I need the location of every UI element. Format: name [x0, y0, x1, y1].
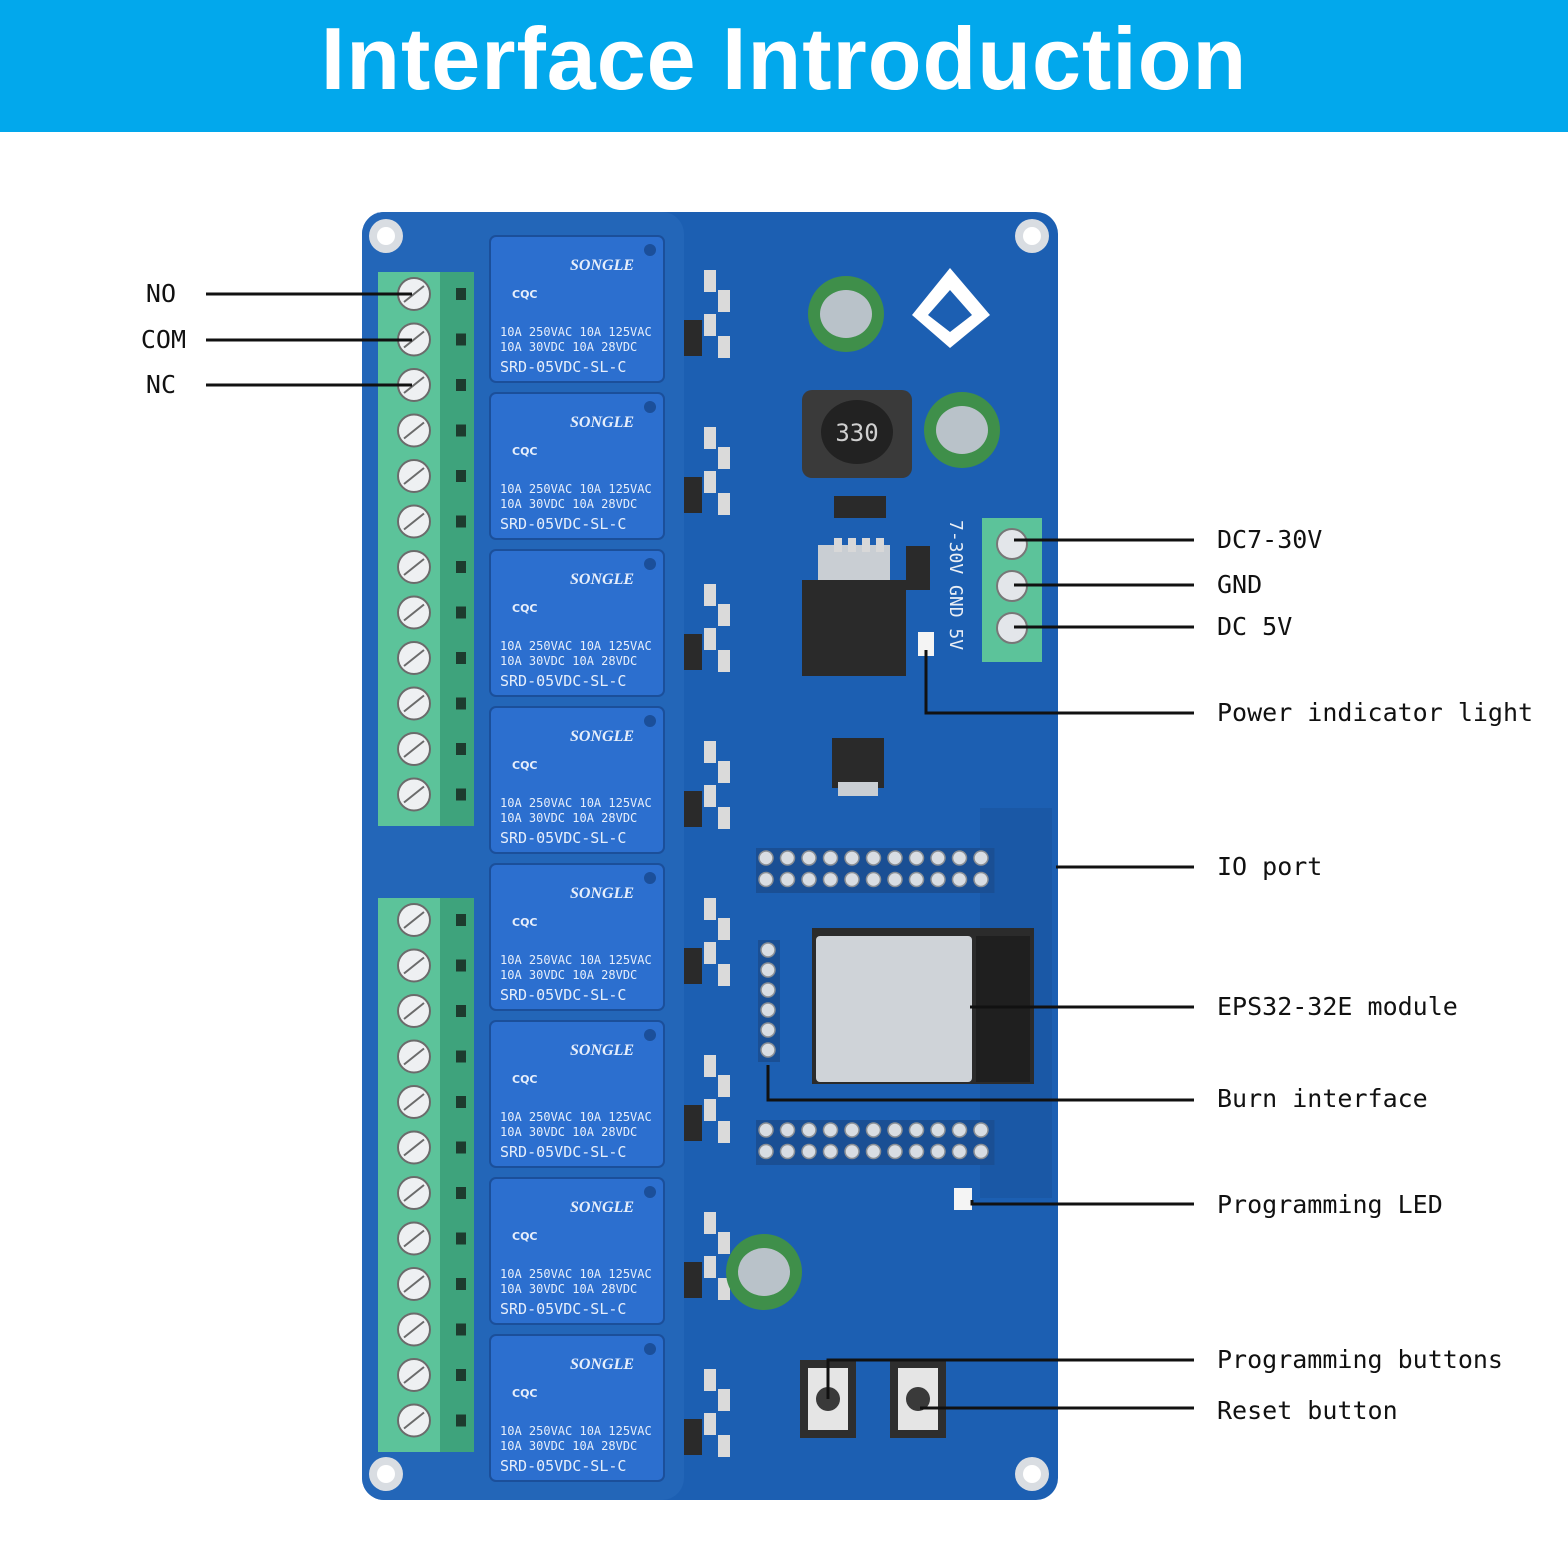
relay-brand: SONGLE	[570, 1356, 634, 1373]
label-com: COM	[140, 325, 186, 354]
title-banner	[0, 0, 1568, 132]
smd-components	[684, 270, 730, 1457]
relay-brand: SONGLE	[570, 414, 634, 431]
relay-rating-ac: 10A 250VAC 10A 125VAC	[500, 325, 652, 339]
relay-model: SRD-05VDC-SL-C	[500, 1457, 626, 1475]
label-burn-interface: Burn interface	[1217, 1084, 1428, 1113]
label-esp32-module: EPS32-32E module	[1217, 992, 1458, 1021]
relay-model: SRD-05VDC-SL-C	[500, 672, 626, 690]
label-dc-5v: DC 5V	[1217, 612, 1293, 641]
programming-and-reset-buttons	[800, 1360, 946, 1438]
label-programming-buttons: Programming buttons	[1217, 1345, 1503, 1374]
relay-cert: CQC	[512, 1387, 538, 1400]
relay-rating-ac: 10A 250VAC 10A 125VAC	[500, 482, 652, 496]
relay-cert: CQC	[512, 1230, 538, 1243]
relay-rating-ac: 10A 250VAC 10A 125VAC	[500, 796, 652, 810]
relay-rating-dc: 10A 30VDC 10A 28VDC	[500, 968, 637, 982]
relay-model: SRD-05VDC-SL-C	[500, 1143, 626, 1161]
label-io-port: IO port	[1217, 852, 1323, 881]
brand-logo	[912, 268, 990, 348]
relay-model: SRD-05VDC-SL-C	[500, 1300, 626, 1318]
relay-rating-dc: 10A 30VDC 10A 28VDC	[500, 1282, 637, 1296]
relay-cert: CQC	[512, 916, 538, 929]
relay-rating-ac: 10A 250VAC 10A 125VAC	[500, 1110, 652, 1124]
relay-model: SRD-05VDC-SL-C	[500, 829, 626, 847]
label-no: NO	[145, 279, 176, 308]
label-programming-led: Programming LED	[1217, 1190, 1443, 1219]
relay-rating-dc: 10A 30VDC 10A 28VDC	[500, 654, 637, 668]
relay-brand: SONGLE	[570, 1042, 634, 1059]
relay-brand: SONGLE	[570, 571, 634, 588]
relay-brand: SONGLE	[570, 885, 634, 902]
relay-model: SRD-05VDC-SL-C	[500, 358, 626, 376]
label-power-indicator-light: Power indicator light	[1217, 698, 1534, 727]
relay-rating-dc: 10A 30VDC 10A 28VDC	[500, 497, 637, 511]
page-title: Interface Introduction	[320, 9, 1248, 108]
relay-cert: CQC	[512, 288, 538, 301]
relay-model: SRD-05VDC-SL-C	[500, 986, 626, 1004]
esp32-module	[812, 928, 1034, 1084]
relay-model: SRD-05VDC-SL-C	[500, 515, 626, 533]
callout-lines	[206, 292, 1194, 1410]
relay-rating-dc: 10A 30VDC 10A 28VDC	[500, 1125, 637, 1139]
relay-brand: SONGLE	[570, 728, 634, 745]
relay-rating-ac: 10A 250VAC 10A 125VAC	[500, 1267, 652, 1281]
relay-rating-ac: 10A 250VAC 10A 125VAC	[500, 953, 652, 967]
electrolytic-capacitors	[726, 276, 1000, 1310]
relay-cert: CQC	[512, 445, 538, 458]
io-headers	[756, 848, 995, 1165]
label-reset-button: Reset button	[1217, 1396, 1398, 1425]
inductor: 330	[802, 390, 912, 478]
relay-cert: CQC	[512, 1073, 538, 1086]
power-silkscreen: 7-30V GND 5V	[945, 520, 966, 650]
inductor-label: 330	[835, 419, 878, 447]
relay-cert: CQC	[512, 602, 538, 615]
label-nc: NC	[145, 370, 176, 399]
label-dc7-30v: DC7-30V	[1217, 525, 1323, 554]
relay-brand: SONGLE	[570, 1199, 634, 1216]
relay-terminal-blocks	[378, 272, 474, 1452]
relay-brand: SONGLE	[570, 257, 634, 274]
relay-rating-dc: 10A 30VDC 10A 28VDC	[500, 1439, 637, 1453]
relay-rating-ac: 10A 250VAC 10A 125VAC	[500, 639, 652, 653]
voltage-regulator	[802, 496, 930, 796]
relay-rating-ac: 10A 250VAC 10A 125VAC	[500, 1424, 652, 1438]
programming-led	[954, 1188, 972, 1210]
mounting-holes	[369, 219, 1049, 1491]
label-gnd: GND	[1217, 570, 1263, 599]
relay-rating-dc: 10A 30VDC 10A 28VDC	[500, 811, 637, 825]
relay-rating-dc: 10A 30VDC 10A 28VDC	[500, 340, 637, 354]
relay-cert: CQC	[512, 759, 538, 772]
